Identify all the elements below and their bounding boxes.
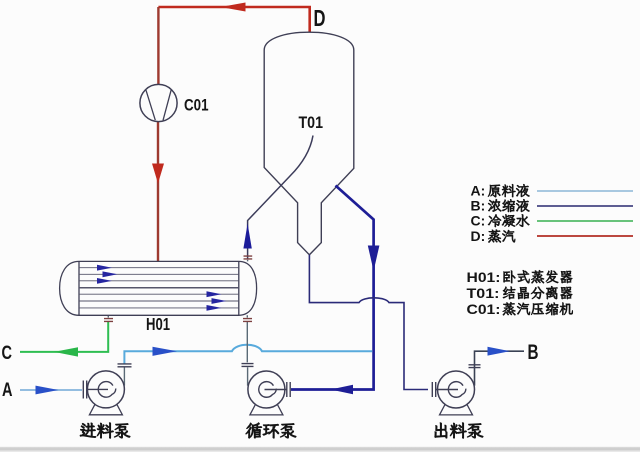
svg-text:D: D — [314, 5, 326, 31]
svg-text:C01:: C01: — [467, 301, 501, 317]
svg-text:A:: A: — [471, 183, 486, 199]
svg-text:C01: C01 — [184, 96, 209, 115]
svg-text:T01:: T01: — [467, 285, 500, 301]
svg-text:C:: C: — [471, 213, 486, 229]
svg-text:T01: T01 — [299, 114, 324, 132]
svg-text:B: B — [528, 341, 539, 364]
svg-text:B:: B: — [471, 198, 486, 214]
svg-text:H01:: H01: — [467, 269, 501, 285]
svg-text:C: C — [2, 342, 13, 364]
svg-text:H01: H01 — [146, 314, 170, 334]
svg-text:D:: D: — [471, 228, 486, 244]
svg-text:A: A — [2, 379, 13, 401]
